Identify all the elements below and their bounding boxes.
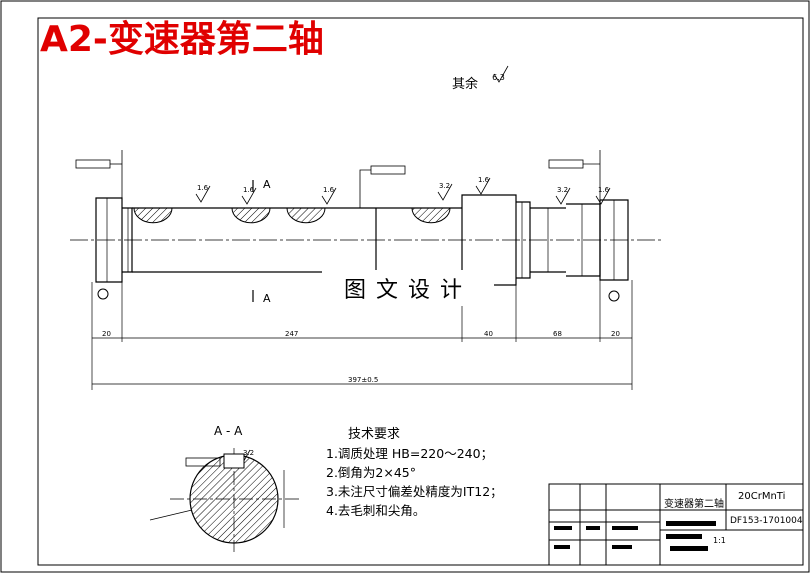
length-dim-lines — [92, 337, 632, 385]
title-block-material: 20CrMnTi — [738, 491, 786, 502]
center-hole-right — [608, 290, 620, 302]
svg-text:20: 20 — [102, 330, 111, 338]
svg-text:3.2: 3.2 — [243, 449, 254, 457]
section-mark-top: A — [263, 178, 271, 191]
extension-lines — [91, 280, 633, 390]
surface-rest-label: 其余 — [452, 77, 479, 92]
svg-text:1.6: 1.6 — [243, 186, 255, 194]
svg-text:1.6: 1.6 — [197, 184, 209, 192]
groove-set — [133, 207, 451, 224]
title-block-scale: 1:1 — [713, 536, 726, 545]
svg-text:397±0.5: 397±0.5 — [348, 376, 378, 384]
title-block-part-name: 变速器第二轴 — [664, 499, 724, 510]
roughness-values: 1.6 1.6 1.6 3.2 1.6 3.2 1.6 3.2 — [197, 176, 610, 457]
center-hole-left — [97, 288, 109, 300]
section-view — [149, 448, 300, 552]
svg-text:1.6: 1.6 — [598, 186, 610, 194]
svg-text:20: 20 — [611, 330, 620, 338]
tech-req-item-1: 1.调质处理 HB=220～240； — [326, 446, 494, 461]
svg-text:3.2: 3.2 — [557, 186, 568, 194]
roughness-symbols — [195, 65, 611, 467]
section-mark-bottom: A — [263, 292, 271, 305]
section-view-title: A - A — [214, 424, 243, 438]
inner-border — [37, 17, 804, 566]
title-block — [548, 483, 804, 566]
svg-text:40: 40 — [484, 330, 493, 338]
tolerance-frames — [75, 150, 601, 467]
tech-req-heading: 技术要求 — [348, 427, 401, 442]
tech-req-item-4: 4.去毛刺和尖角。 — [326, 503, 426, 518]
tech-req-item-3: 3.未注尺寸偏差处精度为IT12； — [326, 484, 503, 499]
watermark: 图文设计 — [322, 270, 494, 306]
diameter-dim-lines — [106, 198, 615, 282]
svg-text:1.6: 1.6 — [323, 186, 335, 194]
title-block-fills — [554, 521, 716, 551]
surface-rest-value: 6.3 — [492, 73, 505, 82]
drawing-title: A2-变速器第二轴 — [40, 19, 324, 60]
title-block-drawing-no: DF153-1701004 — [730, 516, 803, 526]
svg-text:1.6: 1.6 — [478, 176, 490, 184]
surface-rest-note: 其余 6.3 — [452, 73, 505, 92]
svg-text:247: 247 — [285, 330, 298, 338]
length-dim-values: 20 247 40 68 20 397±0.5 — [102, 330, 620, 384]
svg-text:3.2: 3.2 — [439, 182, 450, 190]
tech-req-item-2: 2.倒角为2×45° — [326, 465, 417, 480]
svg-text:68: 68 — [553, 330, 562, 338]
